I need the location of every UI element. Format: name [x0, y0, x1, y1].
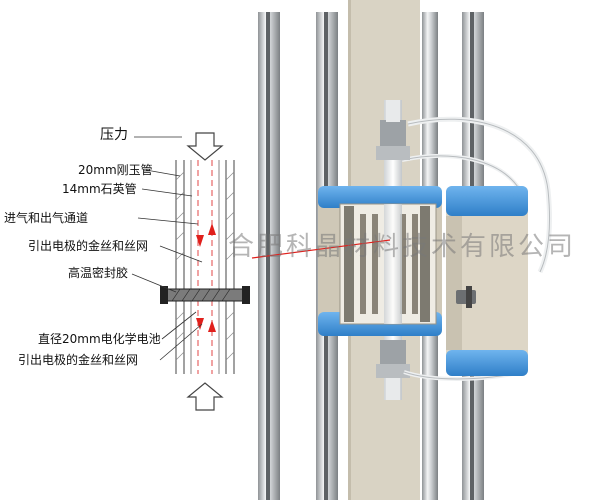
- furnace-door: [446, 186, 528, 376]
- label-cell: 直径20mm电化学电池: [38, 332, 161, 346]
- label-alumina-tube: 20mm刚玉管: [78, 163, 153, 177]
- watermark: 合肥科晶材料技术有限公司: [228, 232, 577, 262]
- sealant-block: [165, 288, 245, 302]
- label-electrode-bottom: 引出电极的金丝和丝网: [18, 353, 139, 367]
- furnace-top-cap: [318, 186, 442, 208]
- label-sealant: 高温密封胶: [68, 266, 129, 280]
- pointer-line: [251, 239, 391, 259]
- label-gas-channel: 进气和出气通道: [4, 211, 89, 225]
- label-pressure: 压力: [100, 127, 128, 143]
- pressure-arrow-down: [186, 132, 224, 161]
- label-quartz-tube: 14mm石英管: [62, 182, 137, 196]
- pressure-arrow-up: [186, 382, 224, 411]
- label-electrode-top: 引出电极的金丝和丝网: [28, 239, 149, 253]
